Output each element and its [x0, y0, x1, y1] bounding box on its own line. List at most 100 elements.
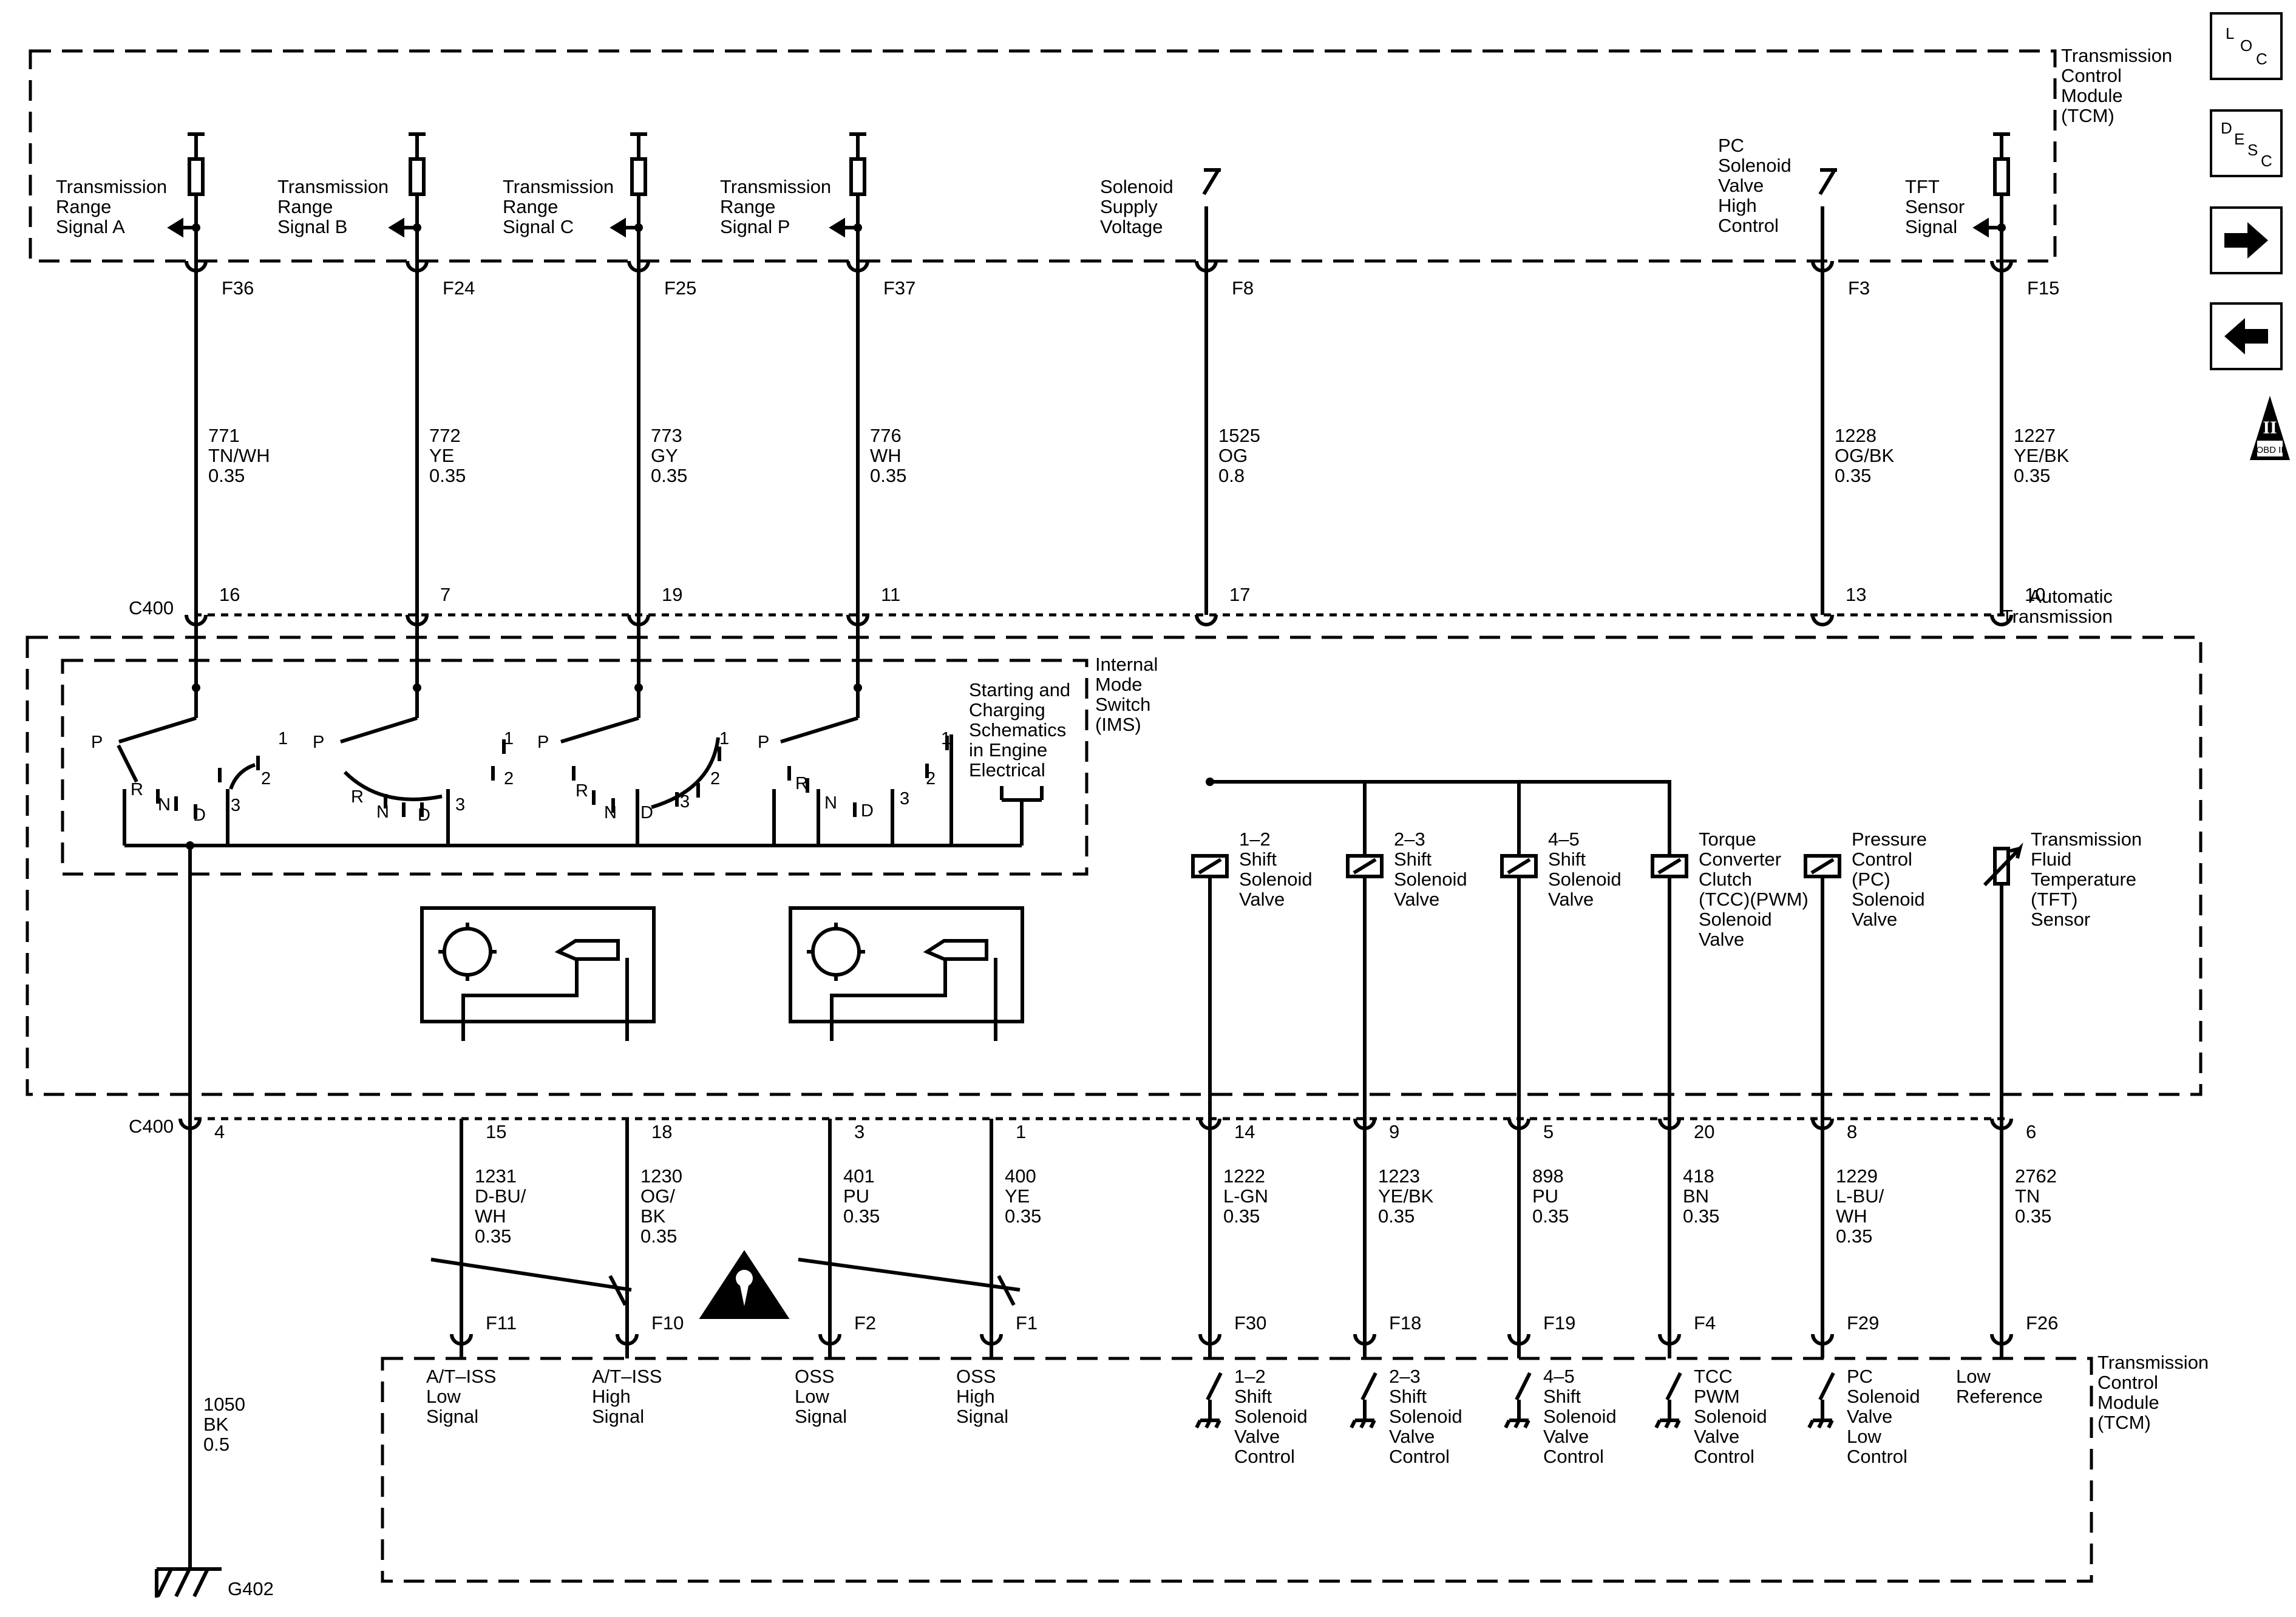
ground-hash-icon: [1504, 1419, 1530, 1429]
ims-position-label: 3: [900, 789, 909, 808]
circuit-label: 2–3: [1389, 1366, 1421, 1387]
wire-spec: TN/WH: [208, 445, 270, 466]
ims-contact-arc: [651, 737, 720, 809]
solenoid-slash: [1507, 858, 1531, 875]
connector-socket-icon: [1990, 614, 2013, 626]
circuit-label: Range: [277, 196, 333, 217]
c400-pin-label: 13: [1846, 584, 1866, 605]
tcm-title: Transmission: [2097, 1352, 2209, 1373]
ims-position-label: R: [131, 780, 143, 799]
desc-button[interactable]: D E S C: [2210, 109, 2283, 177]
circuit-label: Transmission: [56, 176, 167, 197]
circuit-label: Shift: [1543, 1386, 1581, 1407]
ims-box: [61, 659, 1089, 876]
ims-contact-arc: [229, 763, 256, 790]
wire-spec: 0.35: [651, 465, 687, 486]
arrow-right-icon: [2224, 222, 2268, 259]
ims-position-label: R: [795, 774, 808, 793]
connector-socket-icon: [1507, 1334, 1530, 1346]
tcm-pin-label: F37: [883, 277, 915, 299]
ims-wiper: [780, 716, 858, 744]
wire-spec: WH: [475, 1205, 506, 1227]
circuit-label: Control: [1694, 1446, 1754, 1467]
wire-spec: 0.35: [1835, 465, 1871, 486]
connector-socket-icon: [185, 614, 208, 626]
tcm-pin-label: F10: [651, 1312, 684, 1334]
circuit-label: Solenoid: [1718, 155, 1792, 176]
wire-spec: D-BU/: [475, 1185, 526, 1207]
circuit-label: Valve: [1389, 1426, 1435, 1447]
solenoid-label: Valve: [1699, 929, 1744, 950]
connector-socket-icon: [1195, 260, 1218, 273]
circuit-label: Sensor: [1905, 196, 1965, 217]
wire-spec: 400: [1005, 1165, 1036, 1187]
c400-pin-label: 19: [662, 584, 682, 605]
ims-note: in Engine: [969, 739, 1047, 761]
circuit-label: 1–2: [1234, 1366, 1266, 1387]
connector-socket-icon: [1198, 1118, 1221, 1130]
wire-spec: 0.35: [1532, 1205, 1569, 1227]
signal-arrow-icon: [167, 217, 183, 238]
connector-socket-icon: [1658, 1334, 1681, 1346]
transmission-title: Transmission: [2002, 606, 2113, 627]
ims-contact-arc: [117, 744, 138, 783]
pullup-resistor-icon: [630, 157, 647, 196]
ims-position-label: 1: [278, 729, 288, 748]
tcm-title: (TCM): [2061, 105, 2114, 126]
tcm-pin-label: F30: [1234, 1312, 1266, 1334]
ims-position-label: N: [376, 802, 389, 822]
connector-socket-icon: [627, 260, 650, 273]
wire-spec: BK: [640, 1205, 666, 1227]
solenoid-label: Pressure: [1852, 829, 1927, 850]
solenoid-label: Transmission: [2031, 829, 2142, 850]
gear-icon: [443, 927, 492, 977]
ims-position-label: D: [640, 803, 653, 822]
ims-position-label: 3: [455, 795, 465, 815]
wire-spec: 2762: [2015, 1165, 2057, 1187]
signal-arrow-icon: [1972, 217, 1989, 238]
loc-button[interactable]: L O C: [2210, 12, 2283, 80]
wire-spec: L-GN: [1223, 1185, 1268, 1207]
c400-pin-label: 8: [1847, 1121, 1857, 1142]
lowside-switch-icon: [1515, 1372, 1532, 1420]
tcm-pin-label: F11: [486, 1312, 517, 1334]
wire-spec: 0.35: [870, 465, 906, 486]
solenoid-label: 4–5: [1548, 829, 1580, 850]
tcm-pin-label: F4: [1694, 1312, 1716, 1334]
c400-pin-label: 14: [1234, 1121, 1255, 1142]
tcm-pin-label: F15: [2027, 277, 2059, 299]
solenoid-label: Valve: [1394, 889, 1439, 910]
ims-position-label: 1: [504, 729, 514, 748]
solenoid-label: 2–3: [1394, 829, 1425, 850]
circuit-label: Solenoid: [1543, 1406, 1617, 1427]
gear-icon: [811, 927, 861, 977]
wire-spec: 1223: [1378, 1165, 1420, 1187]
twisted-pair-mark: [430, 1258, 632, 1306]
circuit-label: A/T–ISS: [592, 1366, 662, 1387]
caution-mark: [736, 1270, 753, 1287]
tcm-pin-label: F26: [2026, 1312, 2058, 1334]
loc-letter-c: C: [2256, 50, 2267, 68]
wire-spec: 0.35: [843, 1205, 880, 1227]
forward-button[interactable]: [2210, 206, 2283, 274]
ims-position-label: 2: [261, 769, 271, 788]
pullup-resistor-icon: [1993, 157, 2010, 196]
back-button[interactable]: [2210, 302, 2283, 370]
ims-position-label: D: [861, 801, 874, 821]
tcm-title: Transmission: [2061, 45, 2172, 66]
wire-spec: 1231: [475, 1165, 517, 1187]
lowside-switch-icon: [1206, 1372, 1223, 1420]
ims-note: Starting and: [969, 679, 1070, 700]
connector-socket-icon: [1990, 1118, 2013, 1130]
solenoid-label: Solenoid: [1699, 909, 1772, 930]
solenoid-label: Solenoid: [1852, 889, 1925, 910]
tcm-pin-label: F36: [222, 277, 254, 299]
wire-spec: YE/BK: [1378, 1185, 1434, 1207]
circuit-label: Solenoid: [1694, 1406, 1767, 1427]
circuit-label: PC: [1847, 1366, 1873, 1387]
wire-spec: 773: [651, 425, 682, 446]
tcm-pin-label: F24: [443, 277, 475, 299]
ims-position-label: P: [758, 733, 769, 752]
circuit-label: High: [956, 1386, 995, 1407]
wire-spec: 0.35: [2015, 1205, 2051, 1227]
